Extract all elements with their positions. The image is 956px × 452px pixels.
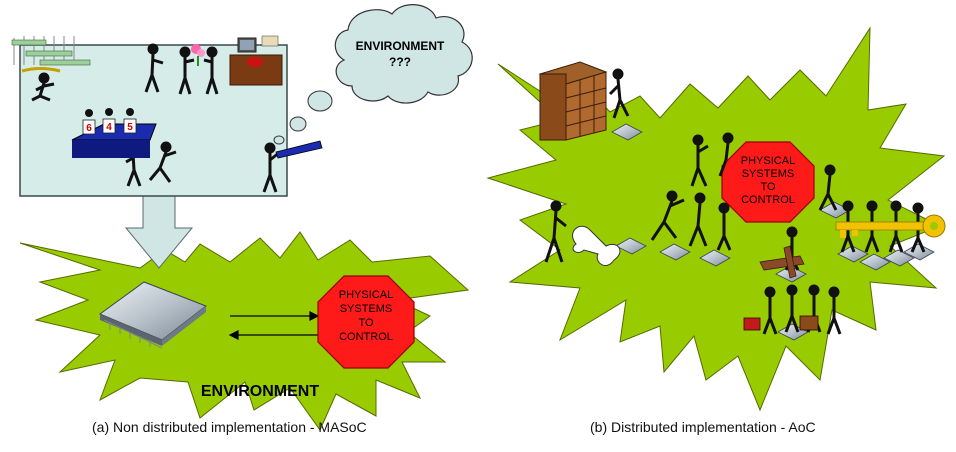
- gantt-bars: [11, 36, 91, 73]
- octagon-b-line2: SYSTEMS: [742, 168, 795, 180]
- bone-object: [572, 225, 621, 266]
- octagon-a-line4: CONTROL: [339, 331, 393, 343]
- thought-bubble-medium: [289, 116, 307, 132]
- telescope: [275, 140, 323, 159]
- octagon-a-line2: SYSTEMS: [340, 303, 393, 315]
- flowers: [191, 44, 205, 66]
- caption-panel-a: (a) Non distributed implementation - MAS…: [92, 419, 367, 435]
- bidirectional-arrows: [228, 311, 320, 340]
- cloud-label-line2: ???: [389, 55, 411, 69]
- environment-cloud: [334, 4, 473, 104]
- microchip-a: [98, 281, 208, 349]
- physical-systems-octagon-b: [721, 141, 815, 223]
- thought-bubble-small: [273, 135, 285, 145]
- octagon-a-line3: TO: [358, 317, 374, 329]
- octagon-b-line4: CONTROL: [741, 194, 795, 206]
- panel-b: PHYSICAL SYSTEMS TO CONTROL: [486, 26, 946, 412]
- thought-bubble-large: [307, 90, 333, 112]
- octagon-b-line3: TO: [760, 181, 776, 193]
- caption-panel-b: (b) Distributed implementation - AoC: [590, 419, 816, 435]
- score-card-1: 6: [86, 123, 92, 134]
- luggage: [743, 315, 819, 331]
- score-card-2: 4: [106, 122, 112, 133]
- broken-plane: [759, 245, 805, 279]
- bookshelf: [538, 61, 608, 141]
- octagon-b-line1: PHYSICAL: [741, 155, 795, 167]
- down-arrow: [124, 195, 194, 269]
- desk-computer: [229, 35, 283, 86]
- panel-a: 6 4 5 ENVIRONMENT ??? PHYSICAL: [11, 4, 473, 432]
- score-card-3: 5: [127, 122, 133, 133]
- physical-systems-octagon-a: [317, 275, 415, 369]
- cloud-label-line1: ENVIRONMENT: [356, 39, 445, 53]
- golden-key: [835, 214, 946, 238]
- environment-label: ENVIRONMENT: [201, 383, 319, 400]
- octagon-a-line1: PHYSICAL: [339, 289, 393, 301]
- small-chips-b: [611, 123, 935, 341]
- meeting-table: 6 4 5: [71, 108, 157, 158]
